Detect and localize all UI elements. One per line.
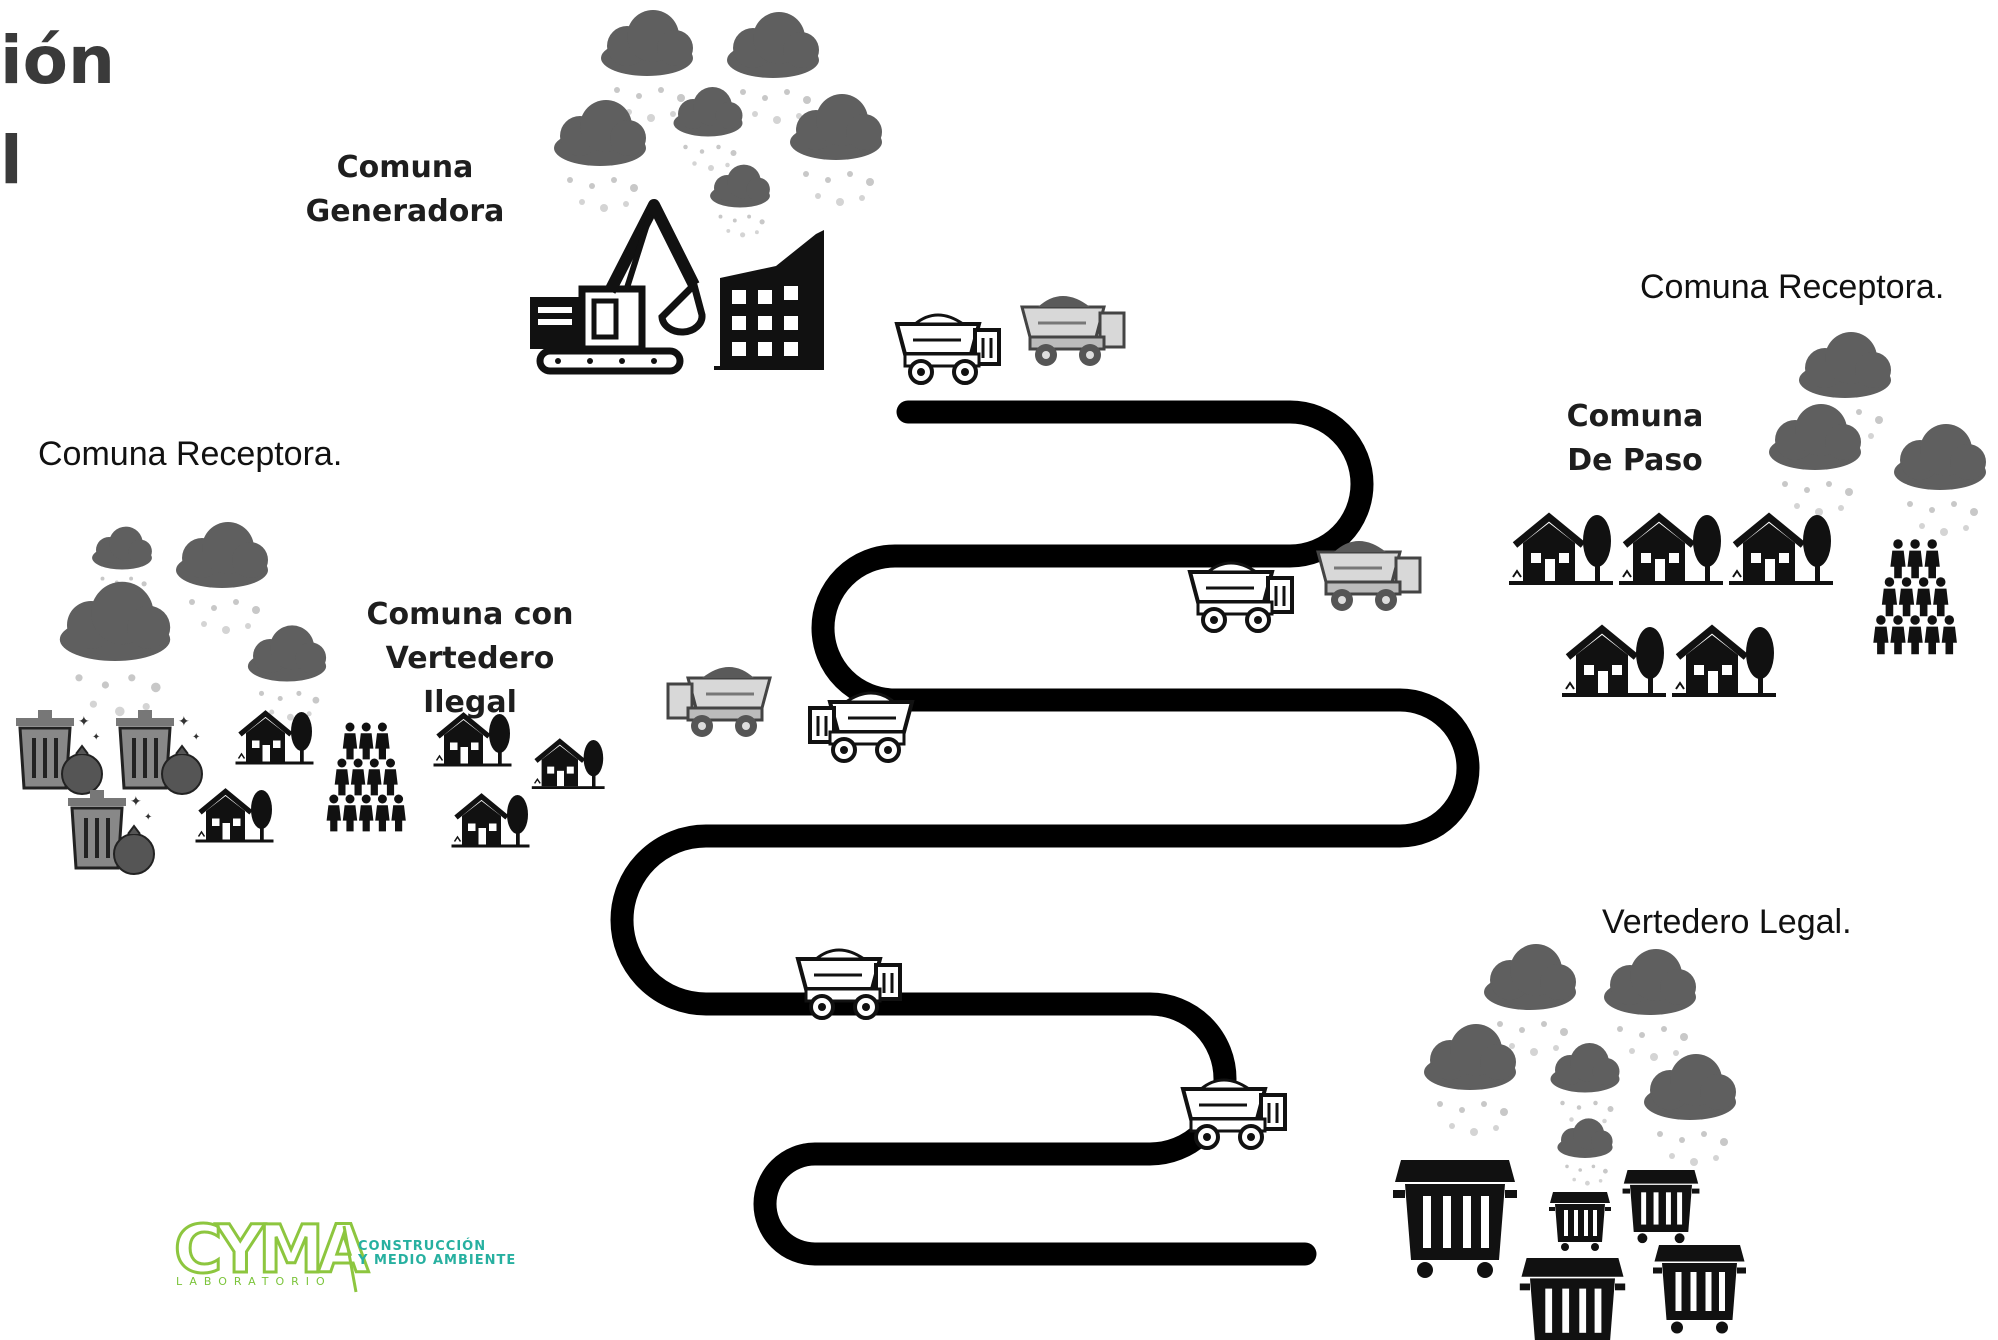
house-icon (1509, 515, 1613, 585)
house-icon (434, 714, 512, 767)
cloud-icon (1894, 424, 1986, 536)
cloud-icon (176, 522, 268, 634)
label-comuna-generadora-line2: Generadora (305, 194, 505, 229)
label-comuna-de-paso-line1: Comuna (1566, 399, 1704, 434)
trash-can-icon (66, 788, 156, 876)
house-icon (1729, 515, 1833, 585)
logo-tagline-2: Y MEDIO AMBIENTE (358, 1253, 517, 1268)
dump-truck-icon (1188, 561, 1294, 633)
house-icon (1672, 627, 1776, 697)
people-icon (327, 723, 406, 832)
cloud-icon (1644, 1054, 1736, 1166)
house-icon (532, 740, 605, 789)
cloud-icon (59, 581, 171, 717)
cloud-icon (554, 100, 646, 212)
label-comuna-generadora-line1: Comuna (336, 150, 474, 185)
cloud-icon (727, 12, 819, 124)
house-icon (452, 795, 530, 848)
label-comuna-de-paso: Comuna De Paso (1540, 395, 1730, 483)
cloud-icon (1557, 1118, 1613, 1186)
dumpster-icon (1622, 1170, 1700, 1244)
house-icon (1619, 515, 1723, 585)
cyma-logo: CYMA (173, 1210, 376, 1293)
dump-truck-icon (895, 313, 1001, 385)
dump-truck-icon (1020, 294, 1126, 368)
house-icon (196, 790, 274, 843)
dumpster-icon (1519, 1258, 1626, 1340)
title-line-1: ión (0, 22, 115, 99)
cloud-icon (1424, 1024, 1516, 1136)
logo-subtitle: LABORATORIO (176, 1275, 332, 1288)
dump-truck-icon (808, 691, 914, 763)
label-comuna-vertedero-ilegal-line1: Comuna con (366, 597, 574, 632)
logo-mark: CYMA (174, 1211, 369, 1288)
label-comuna-vertedero-ilegal: Comuna con Vertedero Ilegal (335, 593, 605, 725)
cloud-icon (790, 94, 882, 206)
label-comuna-de-paso-line2: De Paso (1567, 443, 1703, 478)
cloud-icon (1550, 1043, 1620, 1127)
people-icon (1873, 539, 1957, 654)
label-comuna-generadora: Comuna Generadora (300, 146, 510, 234)
dumpster-icon (1549, 1192, 1611, 1251)
logo-tagline-1: CONSTRUCCIÓN (358, 1239, 487, 1254)
dumpster-icon (1393, 1160, 1517, 1278)
trash-can-icon (14, 708, 104, 796)
trash-can-icon (114, 708, 204, 796)
house-icon (1562, 627, 1666, 697)
label-comuna-receptora-left: Comuna Receptora. (38, 435, 343, 473)
dumpster-icon (1653, 1245, 1746, 1334)
dump-truck-icon (1181, 1078, 1287, 1150)
house-icon (236, 712, 314, 765)
title-line-2: l (0, 122, 23, 199)
cloud-icon (1769, 404, 1861, 516)
label-comuna-vertedero-ilegal-line2: Vertedero Ilegal (385, 641, 555, 720)
excavator-icon (530, 199, 706, 375)
cloud-icon (710, 164, 770, 238)
cloud-icon (247, 625, 327, 721)
label-vertedero-legal: Vertedero Legal. (1602, 903, 1852, 941)
cloud-icon (1604, 949, 1696, 1061)
label-comuna-receptora-right: Comuna Receptora. (1640, 268, 1945, 306)
building-icon (714, 230, 824, 370)
dump-truck-icon (1316, 539, 1422, 613)
serpentine-road (610, 400, 1480, 1266)
dump-truck-icon (666, 665, 772, 739)
